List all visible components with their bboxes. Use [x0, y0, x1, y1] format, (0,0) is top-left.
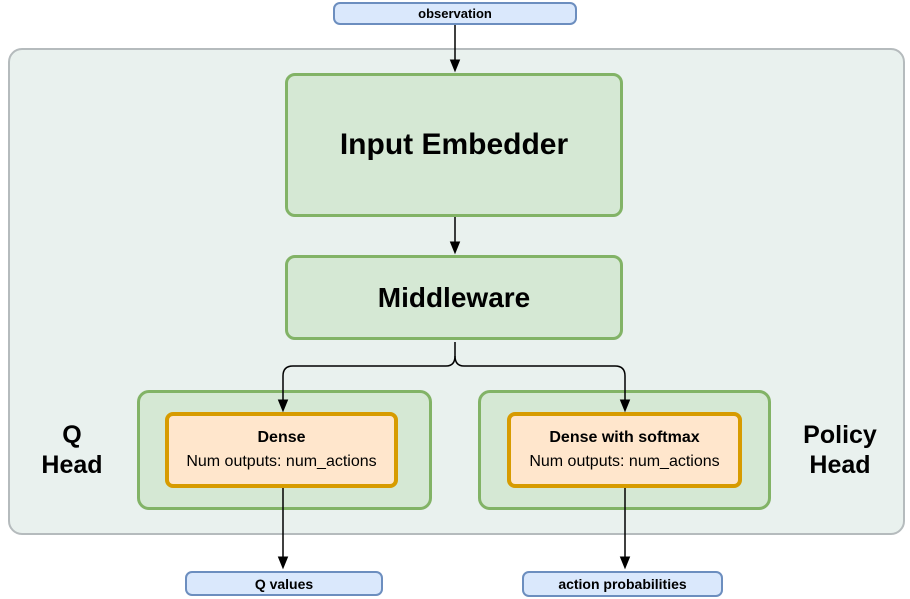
node-observation-label: observation — [418, 6, 492, 21]
node-input-embedder: Input Embedder — [285, 73, 623, 217]
node-dense-softmax-title: Dense with softmax — [549, 429, 700, 446]
q-head-label-line1: Q — [62, 421, 82, 449]
policy-head-label-line1: Policy — [803, 421, 877, 449]
node-action-probabilities-label: action probabilities — [558, 576, 687, 592]
node-dense-title: Dense — [257, 429, 306, 446]
node-input-embedder-label: Input Embedder — [339, 128, 569, 161]
q-head-label: Q Head — [22, 420, 122, 480]
policy-head-label: Policy Head — [783, 420, 897, 480]
node-middleware-label: Middleware — [377, 281, 531, 313]
policy-head-label-line2: Head — [809, 451, 871, 479]
node-dense-layer: Dense Num outputs: num_actions — [165, 412, 398, 488]
node-q-values-label: Q values — [254, 575, 314, 592]
node-action-probabilities: action probabilities — [522, 571, 723, 597]
node-q-values: Q values — [185, 571, 383, 596]
node-middleware: Middleware — [285, 255, 623, 340]
node-dense-detail: Num outputs: num_actions — [186, 453, 377, 470]
node-observation: observation — [333, 2, 577, 25]
q-head-label-line2: Head — [41, 451, 103, 479]
node-dense-softmax-layer: Dense with softmax Num outputs: num_acti… — [507, 412, 742, 488]
node-dense-softmax-detail: Num outputs: num_actions — [529, 453, 720, 470]
